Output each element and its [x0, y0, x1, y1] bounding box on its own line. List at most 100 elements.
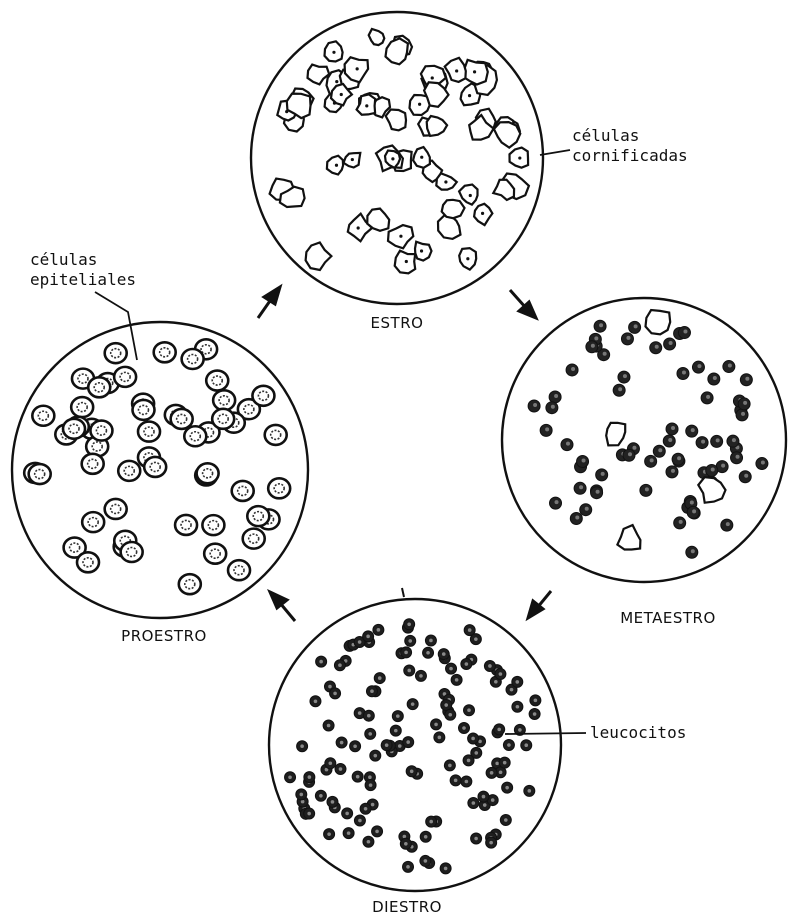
leukocyte-core [373, 754, 377, 758]
leukocyte-core [434, 723, 438, 727]
leukocytes-leader [505, 733, 586, 734]
leukocyte-core [467, 708, 471, 712]
epithelial-cell [121, 542, 143, 562]
leukocyte-core [455, 678, 459, 682]
leukocyte-core [533, 403, 537, 407]
cornified-cell [369, 29, 385, 45]
leukocyte-core [601, 472, 605, 476]
cornified-cell-dot [420, 156, 423, 159]
leukocyte-core [370, 689, 374, 693]
cornified-cell-dot [444, 180, 447, 183]
cornified-cell-dot [357, 226, 360, 229]
leukocyte-core [721, 464, 725, 468]
cornified-cell [445, 58, 466, 82]
cornified-cell-dot [335, 80, 338, 83]
proestro-smear [12, 322, 308, 618]
leukocyte-core [308, 775, 312, 779]
leukocyte-core [429, 639, 433, 643]
leukocyte-core [449, 667, 453, 671]
epithelial-cell [202, 515, 224, 535]
leukocyte-core [491, 798, 495, 802]
leukocyte-core [566, 442, 570, 446]
leukocyte-core [347, 831, 351, 835]
leukocyte-core [329, 761, 333, 765]
arrow-metaestro-to-diestro [528, 591, 551, 618]
leukocyte-core [582, 458, 586, 462]
leukocyte-core [366, 635, 370, 639]
epithelial-cell [144, 457, 166, 477]
epithelial-cells-label-line2: epiteliales [30, 270, 136, 289]
leukocyte-core [706, 395, 710, 399]
proestro-label: PROESTRO [121, 627, 207, 645]
leukocyte-core [743, 401, 747, 405]
leukocyte-core [465, 780, 469, 784]
leukocyte-core [396, 714, 400, 718]
cornified-cell-dot [420, 249, 423, 252]
epithelial-cell [206, 371, 228, 391]
arrow-diestro-to-proestro [270, 592, 295, 621]
epithelial-cell [82, 454, 104, 474]
cornified-cell-dot [468, 94, 471, 97]
leukocyte-core [591, 344, 595, 348]
epithelial-cell [118, 461, 140, 481]
leukocyte-core [424, 835, 428, 839]
leukocyte-core [701, 440, 705, 444]
metaestro-smear [502, 298, 786, 582]
leukocyte-core [507, 743, 511, 747]
epithelial-cell [179, 574, 201, 594]
leukocyte-core [745, 377, 749, 381]
leukocyte-core [319, 660, 323, 664]
leukocyte-core [444, 703, 448, 707]
epithelial-cell [175, 515, 197, 535]
leukocyte-core [692, 509, 696, 513]
leukocyte-core [377, 628, 381, 632]
leukocyte-core [424, 859, 428, 863]
leukocyte-core [628, 452, 632, 456]
leukocyte-core [368, 732, 372, 736]
cornified-cell-dot [365, 104, 368, 107]
epithelial-cell [132, 400, 154, 420]
epithelial-cell [29, 464, 51, 484]
leukocyte-core [494, 680, 498, 684]
epithelial-cell [204, 544, 226, 564]
leukocyte-core [732, 438, 736, 442]
leukocyte-core [761, 461, 765, 465]
leukocyte-core [575, 516, 579, 520]
leukocyte-core [488, 664, 492, 668]
leukocyte-core [474, 637, 478, 641]
metaestro-label: METAESTRO [620, 609, 716, 627]
leukocyte-core [419, 674, 423, 678]
cornified-cell-dot [351, 158, 354, 161]
cornified-cell [308, 65, 330, 85]
leukocyte-core [671, 426, 675, 430]
leukocyte-core [495, 762, 499, 766]
epithelial-cell [32, 406, 54, 426]
leukocyte-core [596, 490, 600, 494]
cornified-cell [698, 477, 725, 503]
cornified-cell-dot [340, 93, 343, 96]
leukocyte-core [367, 840, 371, 844]
leukocyte-core [468, 628, 472, 632]
leukocyte-core [288, 775, 292, 779]
epithelial-cell [82, 512, 104, 532]
leukocyte-core [510, 688, 514, 692]
leukocyte-core [378, 676, 382, 680]
leukocyte-core [426, 651, 430, 655]
leukocyte-core [474, 837, 478, 841]
leukocyte-core [358, 711, 362, 715]
cornified-cell-dot [335, 164, 338, 167]
cornified-cell-dot [469, 194, 472, 197]
metaestro-circle [502, 298, 786, 582]
epithelial-cell [213, 390, 235, 410]
leukocyte-core [465, 662, 469, 666]
leukocyte-core [545, 427, 549, 431]
leukocyte-core [497, 728, 501, 732]
leukocyte-core [534, 699, 538, 703]
diestro-smear [269, 599, 561, 891]
leukocyte-core [533, 712, 537, 716]
cornified-cell [646, 310, 671, 334]
leukocyte-core [618, 387, 622, 391]
epithelial-cells-label-line1: células [30, 250, 97, 269]
cornified-cells-leader [540, 150, 570, 155]
